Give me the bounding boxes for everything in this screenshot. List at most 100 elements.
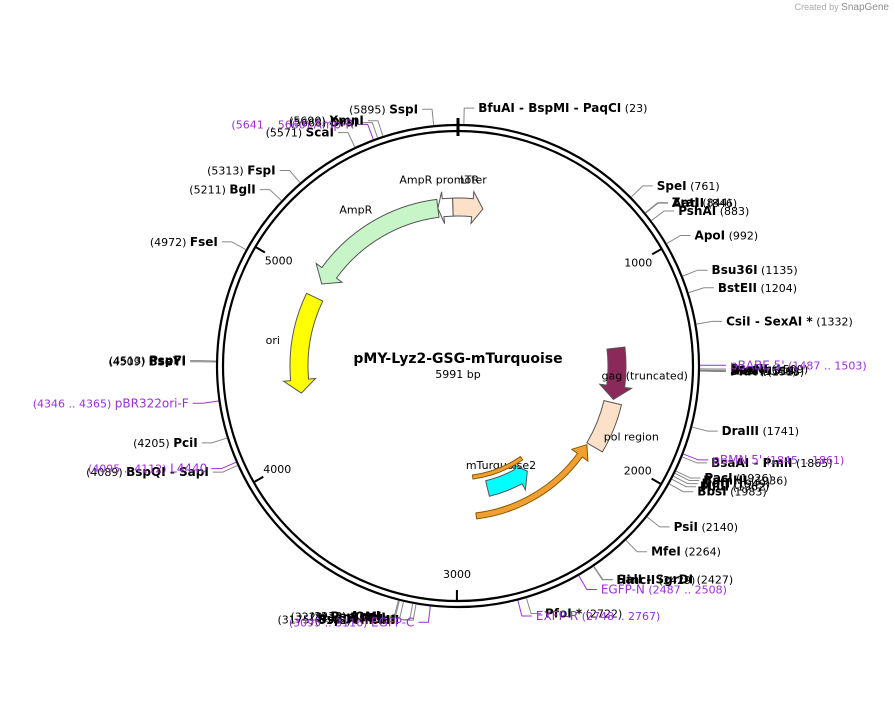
primer-leader-pbmn-5: [683, 453, 709, 461]
enzyme-leader-bbsi: [669, 483, 694, 493]
enzyme-leader-scai: [337, 132, 356, 148]
tick-4000: [254, 475, 264, 483]
enzyme-leader-mfei: [625, 539, 648, 553]
enzyme-label-fspi: (5313) FspI: [207, 164, 275, 178]
feature-label-ampr-promoter: AmpR promoter: [399, 174, 487, 187]
tick-1000: [651, 248, 662, 256]
enzyme-leader-fspi: [279, 170, 301, 183]
feature-ltr: [452, 189, 484, 226]
enzyme-leader-hincii: [593, 566, 613, 581]
enzyme-label-apoi: ApoI (992): [695, 228, 759, 242]
enzyme-leader-bsu36i: [682, 269, 708, 277]
enzyme-leader-noti: [673, 475, 698, 485]
enzyme-label-scai: (5571) ScaI: [266, 126, 334, 140]
enzyme-label-pluti: PluTI (1518): [730, 364, 804, 378]
enzyme-label-nari: NarI (1515): [730, 364, 799, 378]
enzyme-label-pfoi: PfoI * (2722): [545, 606, 622, 620]
primer-leader-exfp-r: [517, 600, 532, 617]
enzyme-leader-pshai: [651, 210, 675, 221]
enzyme-leader-sali-sgrdi: [593, 565, 613, 580]
plasmid-name: pMY-Lyz2-GSG-mTurquoise: [353, 351, 562, 367]
enzyme-label-mlui: MluI (1962): [700, 480, 769, 494]
enzyme-leader-fsei: [221, 241, 247, 250]
enzyme-label-drai: (5668) DraI: [290, 116, 359, 130]
enzyme-leader-csii-sexai: [696, 320, 723, 325]
enzyme-leader-pspomi: [385, 600, 400, 617]
enzyme-label-psii: PsiI (2140): [674, 520, 738, 534]
feature-ampr: [315, 198, 440, 285]
enzyme-leader-bamhi: [674, 472, 700, 481]
primer-label-amp-r: (5641 .. 5660) Amp-R: [231, 117, 353, 131]
enzyme-leader-xmni: [367, 120, 384, 137]
leader-layer: [190, 107, 726, 623]
enzyme-label-mfei: MfeI (2264): [651, 545, 721, 559]
primer-leader-egfp-n: [578, 575, 597, 591]
enzyme-leader-drai: [362, 122, 379, 138]
enzyme-leader-mlui: [671, 478, 697, 488]
enzyme-label-econi: EcoNI (1509): [730, 362, 808, 376]
plasmid-length: 5991 bp: [435, 368, 480, 381]
primer-label-egfp-n: EGFP-N (2487 .. 2508): [601, 583, 727, 597]
snapgene-logo: SnapGene: [841, 2, 889, 13]
enzyme-label-pshai: PshAI (883): [678, 204, 749, 218]
enzyme-label-paci: PacI (1926): [704, 471, 772, 485]
feature-pol-region: [586, 400, 623, 453]
tick-label-5000: 5000: [265, 255, 293, 268]
feature-label-ltr: LTR: [460, 173, 479, 186]
feature-ori: [282, 292, 324, 394]
enzyme-leader-sspi: [422, 108, 435, 126]
enzyme-label-kasi: KasI (1514): [730, 363, 799, 377]
enzyme-leader-spei: [630, 185, 653, 198]
enzyme-label-bsu36i: Bsu36I (1135): [712, 263, 798, 277]
primer-label-pbabe-5: pBABE 5' (1487 .. 1503): [730, 358, 867, 372]
enzyme-label-bfuai-bspmi-paqci: BfuAI - BspMI - PaqCI (23): [478, 101, 647, 115]
primer-label-egfp-c: (3095 .. 3116) EGFP-C: [289, 615, 415, 629]
tick-label-2000: 2000: [624, 465, 652, 478]
enzyme-label-fsei: (4972) FseI: [150, 235, 218, 249]
enzyme-leader-bspqi-sapi: [212, 465, 238, 473]
enzyme-leader-pcii: [201, 437, 228, 444]
enzyme-leader-hindiii: [403, 604, 417, 621]
feature-label-ori: ori: [266, 334, 280, 347]
enzyme-leader-bfuai-bspmi-paqci: [463, 107, 475, 125]
enzyme-label-apai: (3233) ApaI: [310, 609, 381, 623]
enzyme-leader-aatii: [645, 202, 669, 214]
enzyme-label-draiii: DraIII (1741): [722, 424, 799, 438]
enzyme-label-bgli: (5211) BglI: [189, 183, 255, 197]
feature-label-gag-truncated: gag (truncated): [602, 369, 688, 382]
enzyme-label-bsteii: BstEII (1204): [718, 281, 797, 295]
feature-label-ampr: AmpR: [339, 203, 372, 216]
enzyme-label-zrai: ZraI (844): [672, 196, 732, 210]
enzyme-label-spei: SpeI (761): [657, 179, 720, 193]
enzyme-leader-pfoi: [525, 597, 541, 614]
label-layer: (5895) SspI BfuAI - BspMI - PaqCI (23) (56…: [33, 101, 867, 629]
feature-ampr-promoter: [437, 191, 454, 224]
enzyme-label-hincii: HincII (2429): [616, 573, 695, 587]
enzyme-label-bsaai-pmli: BsaAI - PmlI (1865): [711, 456, 832, 470]
enzyme-label-bspdi-clai: (3175) BspDI - ClaI: [278, 612, 396, 626]
feature-gag-truncated: [598, 346, 634, 401]
enzyme-leader-bspdi-clai: [399, 603, 414, 620]
enzyme-label-noti: NotI (1949): [702, 477, 771, 491]
enzyme-label-bspqi-sapi: (4089) BspQI - SapI: [86, 465, 209, 479]
primer-label-exfp-r: EXFP-R (2748 .. 2767): [536, 609, 660, 623]
enzyme-label-bstxi: (3212) BstXI: [310, 610, 386, 624]
primer-label-pbr322ori-f: (4346 .. 4365) pBR322ori-F: [33, 396, 189, 410]
primer-label-pbmn-5: pBMN 5' (1845 .. 1861): [712, 453, 844, 467]
enzyme-label-xmni: (5690) XmnI: [289, 114, 364, 128]
enzyme-leader-paci: [675, 470, 701, 479]
enzyme-leader-bstxi: [389, 601, 405, 618]
tick-5000: [255, 246, 266, 254]
enzyme-leader-apoi: [666, 234, 691, 245]
tick-label-1000: 1000: [624, 256, 652, 269]
tick-label-3000: 3000: [443, 568, 471, 581]
enzyme-label-sali-sgrdi: SalI - SgrDI (2427): [617, 572, 733, 586]
primer-label-l4440: (4095 .. 4112) L4440: [88, 462, 207, 476]
enzyme-label-sspi: (5895) SspI: [349, 102, 418, 116]
primer-leader-amp-r: [357, 123, 374, 140]
enzyme-label-pcii: (4205) PciI: [133, 436, 198, 450]
enzyme-label-pspfi: (4513) PspFI: [109, 354, 186, 368]
